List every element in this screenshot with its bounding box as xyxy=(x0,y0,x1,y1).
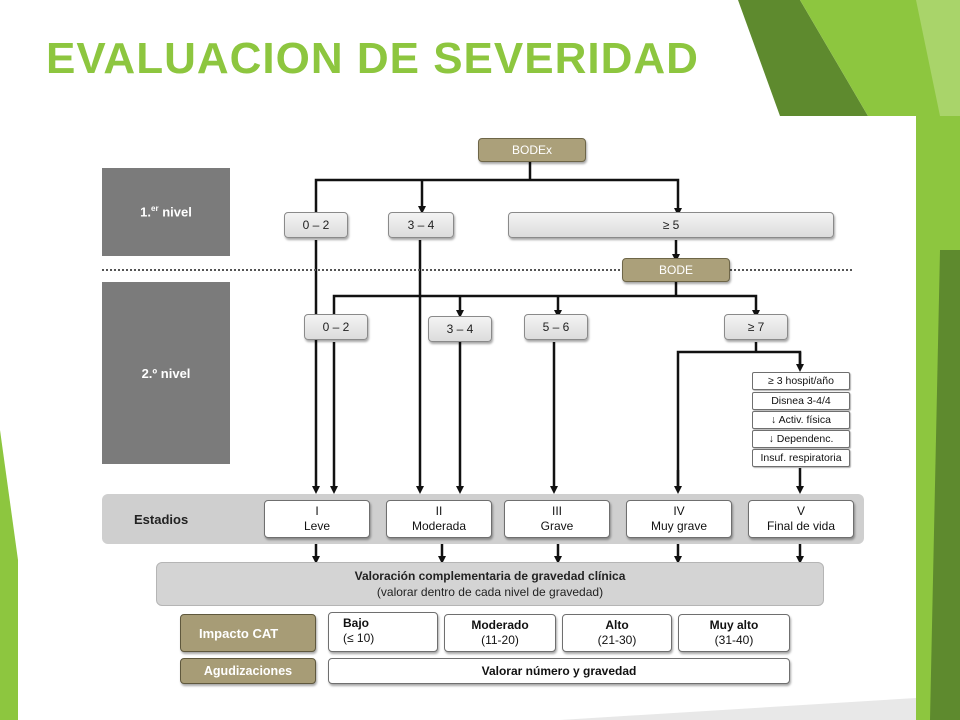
cat-bajo: Bajo (≤ 10) xyxy=(328,612,438,652)
criterion-label: ↓ Dependenc. xyxy=(768,433,834,445)
stage-number: II xyxy=(435,504,443,518)
stage-v: V Final de vida xyxy=(748,500,854,538)
stage-i: I Leve xyxy=(264,500,370,538)
cat-level-range: (21-30) xyxy=(597,633,637,647)
level2-box: 2.º nivel xyxy=(102,282,230,464)
stage-name: Moderada xyxy=(411,519,467,533)
cat-level-range: (≤ 10) xyxy=(343,631,375,645)
stage-number: IV xyxy=(673,504,685,518)
cat-level-name: Moderado xyxy=(471,618,529,632)
bodex-label: BODEx xyxy=(511,143,552,157)
bodex-range-label: ≥ 5 xyxy=(662,218,680,232)
stage-number: V xyxy=(796,504,805,518)
criterion-hospit: ≥ 3 hospit/año xyxy=(752,372,850,390)
bode-range-label: ≥ 7 xyxy=(747,320,765,334)
estadios-label: Estadios xyxy=(134,512,189,527)
stage-iv: IV Muy grave xyxy=(626,500,732,538)
cat-muy-alto: Muy alto (31-40) xyxy=(678,614,790,652)
criterion-dependencia: ↓ Dependenc. xyxy=(752,430,850,448)
cat-level-name: Muy alto xyxy=(709,618,759,632)
bodex-range-gte5: ≥ 5 xyxy=(508,212,834,238)
level2-label: 2.º nivel xyxy=(141,365,191,381)
criterion-label: Insuf. respiratoria xyxy=(760,452,842,464)
bode-range-0-2: 0 – 2 xyxy=(304,314,368,340)
bodex-range-0-2: 0 – 2 xyxy=(284,212,348,238)
cat-level-name: Alto xyxy=(605,618,629,632)
bode-node: BODE xyxy=(622,258,730,282)
level1-box: 1.er nivel xyxy=(102,168,230,256)
cat-label: Impacto CAT xyxy=(199,625,279,641)
stage-name: Final de vida xyxy=(766,519,836,533)
criterion-label: ≥ 3 hospit/año xyxy=(768,375,834,387)
valoracion-band: Valoración complementaria de gravedad cl… xyxy=(156,562,824,606)
stage-number: III xyxy=(551,504,562,518)
agudizaciones-text-box: Valorar número y gravedad xyxy=(328,658,790,684)
stage-ii: II Moderada xyxy=(386,500,492,538)
agudizaciones-label: Agudizaciones xyxy=(203,664,293,678)
bode-range-5-6: 5 – 6 xyxy=(524,314,588,340)
bode-range-label: 5 – 6 xyxy=(542,320,570,334)
valoracion-title: Valoración complementaria de gravedad cl… xyxy=(354,569,626,583)
criterion-label: ↓ Activ. física xyxy=(771,414,831,426)
stage-iii: III Grave xyxy=(504,500,610,538)
cat-label-box: Impacto CAT xyxy=(180,614,316,652)
bodex-node: BODEx xyxy=(478,138,586,162)
cat-level-range: (31-40) xyxy=(714,633,754,647)
criterion-insuf-respiratoria: Insuf. respiratoria xyxy=(752,449,850,467)
bodex-range-label: 0 – 2 xyxy=(302,218,330,232)
bode-range-label: 0 – 2 xyxy=(322,320,350,334)
criterion-activ-fisica: ↓ Activ. física xyxy=(752,411,850,429)
bode-range-3-4: 3 – 4 xyxy=(428,316,492,342)
bode-range-label: 3 – 4 xyxy=(446,322,474,336)
cat-level-range: (11-20) xyxy=(481,633,519,647)
cat-moderado: Moderado (11-20) xyxy=(444,614,556,652)
bodex-range-3-4: 3 – 4 xyxy=(388,212,454,238)
criterion-disnea: Disnea 3-4/4 xyxy=(752,392,850,410)
bode-range-gte7: ≥ 7 xyxy=(724,314,788,340)
cat-level-name: Bajo xyxy=(343,616,370,630)
page-title: EVALUACION DE SEVERIDAD xyxy=(46,34,699,83)
cat-alto: Alto (21-30) xyxy=(562,614,672,652)
bode-label: BODE xyxy=(658,263,693,277)
stage-name: Grave xyxy=(540,519,574,533)
stage-name: Muy grave xyxy=(650,519,708,533)
agudizaciones-text: Valorar número y gravedad xyxy=(481,664,637,678)
agudizaciones-label-box: Agudizaciones xyxy=(180,658,316,684)
criterion-label: Disnea 3-4/4 xyxy=(771,395,831,407)
bodex-range-label: 3 – 4 xyxy=(407,218,435,232)
valoracion-subtitle: (valorar dentro de cada nivel de graveda… xyxy=(376,585,604,599)
level1-label: 1.er nivel xyxy=(140,204,192,220)
stage-name: Leve xyxy=(303,519,331,533)
stage-number: I xyxy=(315,504,319,518)
